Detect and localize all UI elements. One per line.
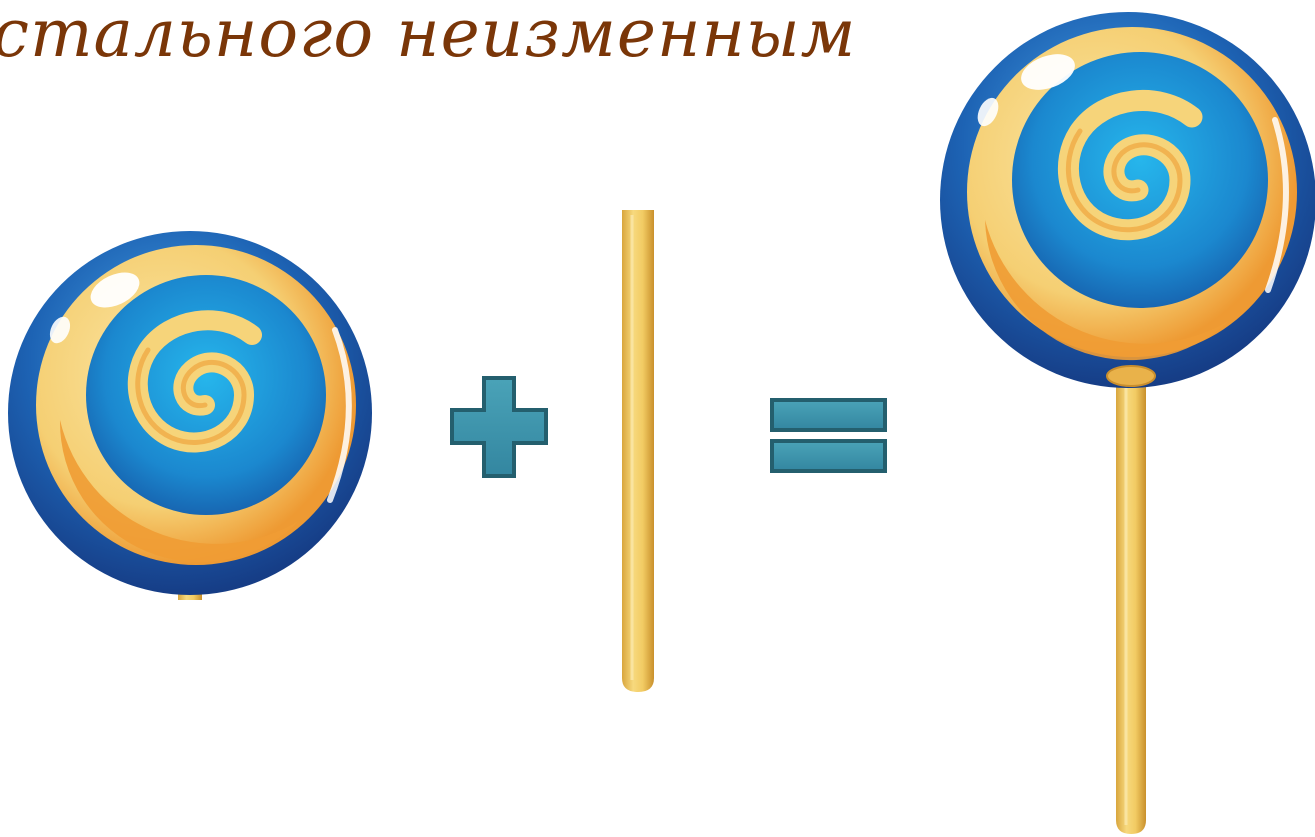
stick-image (622, 210, 654, 692)
lollipop-head-image (8, 231, 372, 600)
plus-sign-icon (452, 378, 546, 476)
complete-lollipop-image (940, 12, 1315, 834)
equals-sign-icon (772, 400, 885, 471)
